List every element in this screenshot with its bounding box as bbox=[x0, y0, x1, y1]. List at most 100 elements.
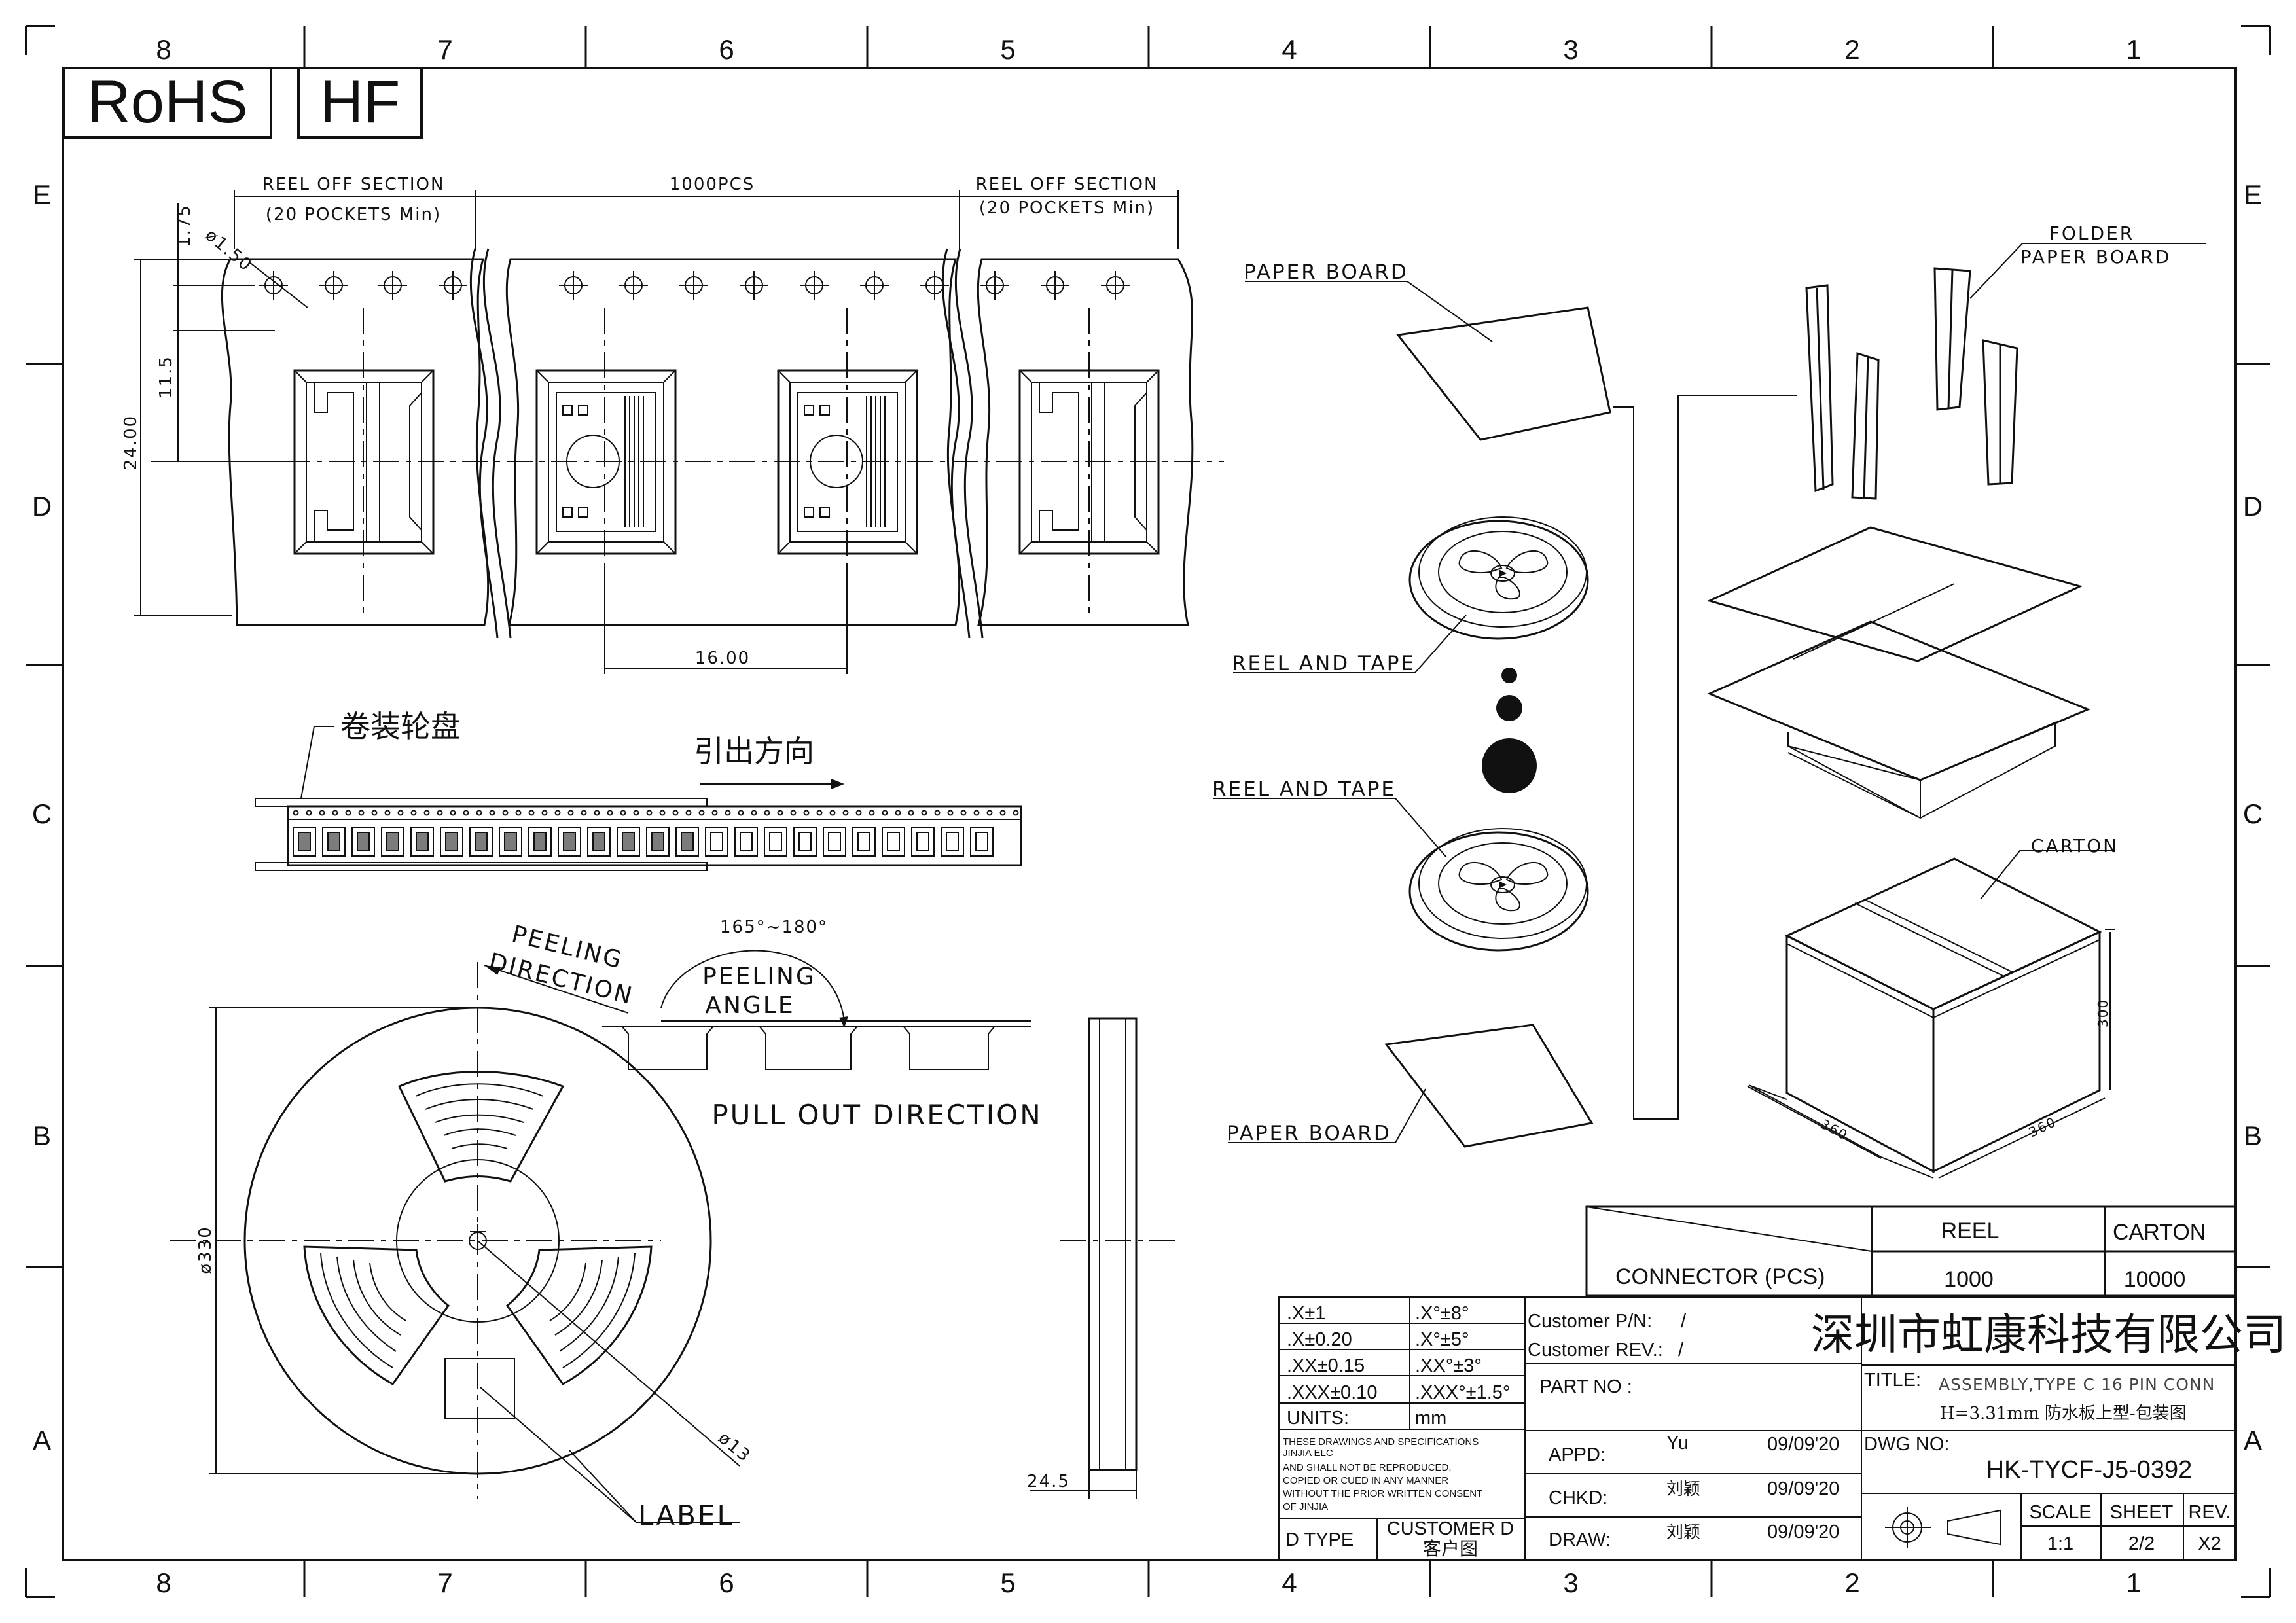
title-line-1: ASSEMBLY,TYPE C 16 PIN CONN bbox=[1939, 1375, 2215, 1394]
strip-sprocket-hole bbox=[869, 810, 875, 816]
zone-col-4-bottom: 4 bbox=[1282, 1567, 1297, 1598]
rev-value: X2 bbox=[2198, 1533, 2221, 1554]
zone-col-6-bottom: 6 bbox=[719, 1567, 734, 1598]
strip-pocket bbox=[440, 827, 463, 857]
customer-rev-label: Customer REV.: bbox=[1528, 1340, 1663, 1361]
zone-row-A-left: A bbox=[33, 1425, 51, 1455]
strip-sprocket-hole bbox=[921, 810, 927, 816]
zone-col-1-top: 1 bbox=[2126, 34, 2141, 65]
pull-out-direction: PULL OUT DIRECTION bbox=[711, 1099, 1042, 1131]
folder-label-2: PAPER BOARD bbox=[2020, 246, 2172, 268]
qty-carton-value: 10000 bbox=[2124, 1267, 2186, 1292]
strip-sprocket-hole bbox=[476, 810, 482, 816]
appd-name: Yu bbox=[1666, 1433, 1689, 1454]
paper-board-top-label: PAPER BOARD bbox=[1244, 260, 1408, 284]
appd-label: APPD: bbox=[1549, 1444, 1605, 1465]
strip-sprocket-hole bbox=[1013, 810, 1019, 816]
strip-sprocket-hole bbox=[803, 810, 810, 816]
chkd-date: 09/09'20 bbox=[1767, 1478, 1839, 1499]
strip-sprocket-hole bbox=[502, 810, 509, 816]
strip-sprocket-hole bbox=[332, 810, 338, 816]
strip-pocket bbox=[882, 827, 905, 857]
zone-col-3-bottom: 3 bbox=[1563, 1567, 1578, 1598]
chkd-label: CHKD: bbox=[1549, 1488, 1607, 1508]
dim-hole-dia: ø1.50 bbox=[202, 225, 256, 276]
customer-pn-label: Customer P/N: bbox=[1528, 1311, 1652, 1332]
strip-sprocket-hole bbox=[528, 810, 535, 816]
strip-sprocket-hole bbox=[685, 810, 692, 816]
strip-pocket bbox=[381, 827, 404, 857]
chkd-name: 刘颖 bbox=[1666, 1480, 1700, 1499]
strip-sprocket-hole bbox=[960, 810, 967, 816]
strip-sprocket-hole bbox=[371, 810, 378, 816]
zone-row-B-left: B bbox=[33, 1120, 51, 1151]
strip-sprocket-hole bbox=[764, 810, 770, 816]
strip-pocket bbox=[941, 827, 964, 857]
pockets-label-right: (20 POCKETS Min) bbox=[979, 198, 1155, 218]
zone-col-4-top: 4 bbox=[1282, 34, 1297, 65]
customer-rev-value: / bbox=[1678, 1340, 1684, 1361]
strip-pocket bbox=[911, 827, 935, 857]
sheet-value: 2/2 bbox=[2128, 1533, 2155, 1554]
strip-sprocket-hole bbox=[554, 810, 561, 816]
compliance-badges: RoHS HF bbox=[63, 67, 423, 139]
dim-24-00: 24.00 bbox=[121, 415, 141, 470]
zone-col-5-top: 5 bbox=[1000, 34, 1015, 65]
strip-sprocket-hole bbox=[620, 810, 626, 816]
strip-pocket bbox=[587, 827, 611, 857]
zone-col-8-bottom: 8 bbox=[156, 1567, 171, 1598]
reel-label-cn: 卷装轮盘 bbox=[340, 709, 461, 744]
zone-col-5-bottom: 5 bbox=[1000, 1567, 1015, 1598]
reel-and-tape-label-2: REEL AND TAPE bbox=[1212, 777, 1396, 801]
strip-pocket bbox=[823, 827, 846, 857]
peeling-view: PEELING DIRECTION 165°~180° PEELING ANGL… bbox=[484, 918, 1042, 1131]
strip-sprocket-hole bbox=[423, 810, 430, 816]
strip-sprocket-hole bbox=[829, 810, 836, 816]
notice-line-4: COPIED OR CUED IN ANY MANNER bbox=[1283, 1475, 1448, 1486]
zone-col-8-top: 8 bbox=[156, 34, 171, 65]
reel-off-label-right: REEL OFF SECTION bbox=[976, 175, 1158, 194]
strip-sprocket-hole bbox=[882, 810, 888, 816]
strip-sprocket-hole bbox=[345, 810, 351, 816]
zone-col-2-top: 2 bbox=[1844, 34, 1859, 65]
part-no-label: PART NO : bbox=[1539, 1376, 1632, 1397]
packing-assembly: PAPER BOARD FOLDER PAPER BOARD REEL AND … bbox=[1212, 223, 2206, 1179]
zone-labels: 8 7 6 5 4 3 2 1 8 7 6 5 4 3 2 1 E D C B … bbox=[32, 34, 2263, 1598]
sheet-frame bbox=[25, 25, 2271, 1598]
rohs-badge-text: RoHS bbox=[87, 69, 247, 135]
qty-reel-value: 1000 bbox=[1944, 1267, 1994, 1292]
zone-col-2-bottom: 2 bbox=[1844, 1567, 1859, 1598]
zone-row-E-left: E bbox=[33, 179, 51, 210]
strip-pocket bbox=[675, 827, 699, 857]
dwg-no-value: HK-TYCF-J5-0392 bbox=[1986, 1456, 2193, 1484]
strip-pocket bbox=[499, 827, 522, 857]
packing-reel-1 bbox=[1408, 516, 1589, 640]
tape-strip-view: 卷装轮盘 引出方向 bbox=[255, 709, 1022, 871]
label-callout: LABEL bbox=[638, 1499, 734, 1531]
zone-row-E-right: E bbox=[2244, 179, 2262, 210]
strip-pocket bbox=[764, 827, 787, 857]
units-label: UNITS: bbox=[1287, 1408, 1349, 1429]
strip-sprocket-hole bbox=[567, 810, 574, 816]
draw-label: DRAW: bbox=[1549, 1529, 1611, 1550]
scale-value: 1:1 bbox=[2047, 1533, 2073, 1554]
tol-1-angular: .X°±8° bbox=[1415, 1303, 1469, 1324]
label-area bbox=[444, 1358, 515, 1419]
rev-label: REV. bbox=[2188, 1502, 2231, 1523]
strip-sprocket-hole bbox=[973, 810, 980, 816]
strip-sprocket-hole bbox=[934, 810, 941, 816]
strip-sprocket-hole bbox=[306, 810, 312, 816]
tape-pocket-1 bbox=[293, 369, 435, 555]
strip-sprocket-hole bbox=[842, 810, 849, 816]
company-name: 深圳市虹康科技有限公司 bbox=[1811, 1310, 2286, 1360]
customer-pn-value: / bbox=[1681, 1311, 1687, 1332]
strip-pocket bbox=[852, 827, 876, 857]
strip-pocket bbox=[322, 827, 346, 857]
strip-pocket bbox=[617, 827, 640, 857]
strip-sprocket-hole bbox=[594, 810, 600, 816]
zone-row-D-left: D bbox=[32, 491, 52, 522]
strip-sprocket-hole bbox=[855, 810, 862, 816]
strip-sprocket-hole bbox=[437, 810, 443, 816]
strip-pocket bbox=[793, 827, 817, 857]
quantity-table: REEL CARTON CONNECTOR (PCS) 1000 10000 bbox=[1585, 1205, 2237, 1297]
